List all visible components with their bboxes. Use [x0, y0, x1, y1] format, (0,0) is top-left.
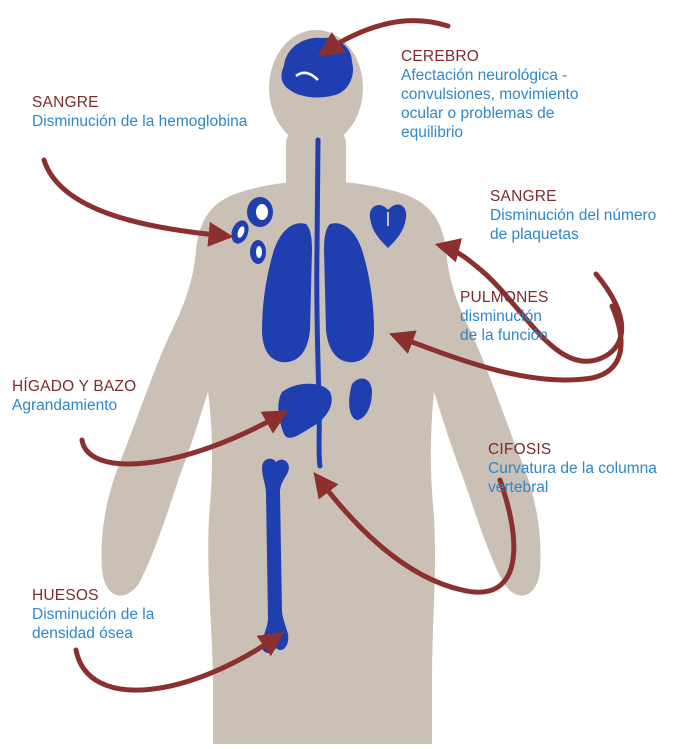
higado-bazo-title: HÍGADO Y BAZO — [12, 378, 136, 397]
callout-cifosis: CIFOSIS Curvatura de la columna vertebra… — [488, 441, 657, 498]
cerebro-title: CEREBRO — [401, 48, 578, 67]
callout-pulmones: PULMONES disminución de la función — [460, 289, 549, 346]
huesos-description: Disminución de la densidad ósea — [32, 606, 154, 644]
arrow-sangre-hemoglobina — [44, 160, 226, 236]
higado-bazo-description: Agrandamiento — [12, 397, 136, 416]
sangre-plaquetas-title: SANGRE — [490, 188, 656, 207]
cifosis-description: Curvatura de la columna vertebral — [488, 460, 657, 498]
callout-sangre-hemoglobina: SANGRE Disminución de la hemoglobina — [32, 94, 247, 132]
huesos-title: HUESOS — [32, 587, 154, 606]
pulmones-description: disminución de la función — [460, 308, 549, 346]
callout-huesos: HUESOS Disminución de la densidad ósea — [32, 587, 154, 644]
callout-higado-bazo: HÍGADO Y BAZO Agrandamiento — [12, 378, 136, 416]
sangre-hemoglobina-description: Disminución de la hemoglobina — [32, 113, 247, 132]
sangre-hemoglobina-title: SANGRE — [32, 94, 247, 113]
callout-sangre-plaquetas: SANGRE Disminución del número de plaquet… — [490, 188, 656, 245]
cerebro-description: Afectación neurológica - convulsiones, m… — [401, 67, 578, 143]
sangre-plaquetas-description: Disminución del número de plaquetas — [490, 207, 656, 245]
callout-cerebro: CEREBRO Afectación neurológica - convuls… — [401, 48, 578, 143]
pulmones-title: PULMONES — [460, 289, 549, 308]
cifosis-title: CIFOSIS — [488, 441, 657, 460]
